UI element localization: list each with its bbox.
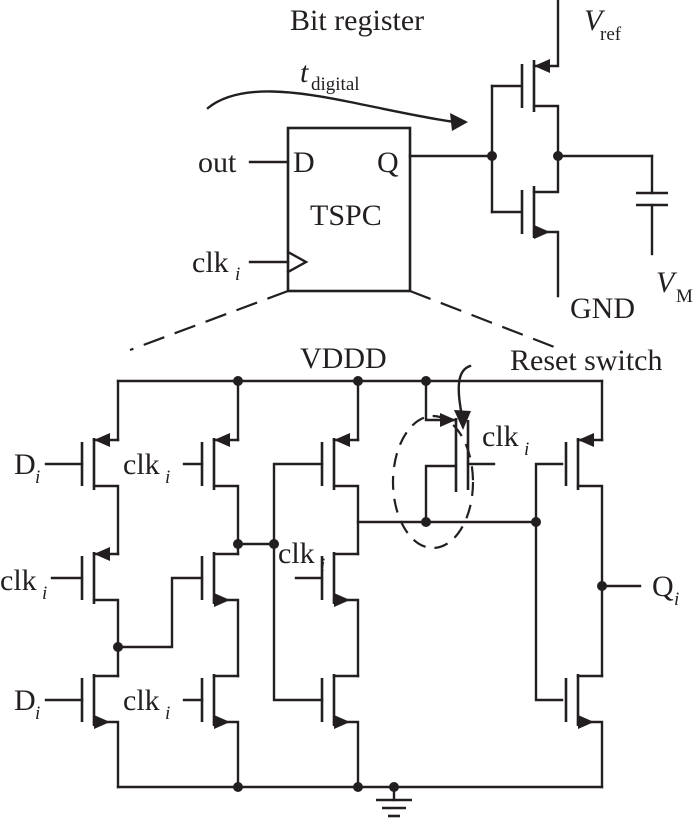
stage4-pmos — [564, 379, 604, 678]
reset-switch-label: Reset switch — [510, 344, 662, 377]
clk-stage2-nmos-label: clk i — [123, 684, 170, 724]
t-digital-arrowhead — [450, 113, 468, 131]
stage3-pmos — [320, 379, 360, 556]
di-bottom-label: D i — [14, 684, 40, 724]
stage4-nmos — [564, 674, 604, 789]
svg-text:M: M — [676, 286, 693, 307]
svg-text:i: i — [320, 555, 325, 576]
svg-text:clk: clk — [123, 448, 160, 481]
stage2-nmos-clk — [182, 674, 240, 789]
clk-stage3-label: clk i — [278, 537, 325, 576]
svg-text:i: i — [524, 439, 529, 460]
stage3-nmos-bottom — [320, 674, 360, 789]
t-digital-label: t digital — [300, 56, 360, 95]
t-digital-arrow — [206, 90, 457, 124]
qi-label: Q i — [652, 570, 679, 610]
svg-text:V: V — [656, 266, 678, 299]
output-capacitor — [636, 154, 668, 256]
clk-stage2-pmos-label: clk i — [123, 448, 170, 488]
svg-text:i: i — [35, 703, 40, 724]
reset-switch-arrowhead — [454, 410, 471, 430]
reset-switch-pmos — [424, 379, 496, 524]
stage2-nmos-mid — [200, 552, 240, 678]
svg-text:i: i — [42, 583, 47, 604]
stage1-nmos — [44, 674, 120, 789]
svg-text:i: i — [165, 467, 170, 488]
svg-text:i: i — [35, 467, 40, 488]
stage2-pmos-clk — [182, 379, 240, 556]
svg-text:clk: clk — [482, 420, 519, 453]
zoom-dashed-line-left — [129, 289, 289, 352]
out-label: out — [198, 146, 237, 179]
clk-reset-label: clk i — [482, 420, 529, 460]
clk-stage1-pmos-label: clk i — [0, 564, 47, 604]
tspc-clock-triangle — [286, 250, 309, 274]
reset-switch-highlight — [391, 414, 475, 550]
svg-text:Q: Q — [652, 570, 674, 603]
svg-text:clk: clk — [123, 684, 160, 717]
zoom-dashed-line-right — [409, 289, 563, 352]
vref-label: V ref — [584, 4, 622, 45]
di-top-label: D i — [14, 448, 40, 488]
output-pmos-transistor — [520, 0, 560, 158]
stage1-pmos-top — [44, 379, 120, 556]
bit-register-title: Bit register — [290, 4, 424, 37]
svg-text:ref: ref — [600, 24, 622, 45]
output-nmos-transistor — [520, 154, 560, 298]
svg-text:clk: clk — [278, 537, 315, 570]
svg-text:clk: clk — [192, 246, 229, 279]
svg-text:i: i — [235, 264, 240, 285]
reset-switch-pointer-arrow — [457, 364, 472, 418]
clk-top-label: clk i — [192, 246, 240, 285]
ground-symbol — [376, 785, 412, 818]
tspc-q-pin-label: Q — [377, 146, 399, 179]
svg-text:D: D — [14, 448, 36, 481]
svg-text:i: i — [165, 703, 170, 724]
tspc-d-pin-label: D — [293, 146, 315, 179]
tspc-block — [286, 126, 412, 293]
vm-label: V M — [656, 266, 693, 307]
svg-text:D: D — [14, 684, 36, 717]
vddd-label: VDDD — [300, 342, 387, 375]
stage1-pmos-clk — [50, 547, 120, 678]
stage3-gate-bus — [272, 462, 324, 702]
svg-text:t: t — [300, 56, 309, 89]
svg-text:V: V — [584, 4, 606, 37]
tspc-block-label: TSPC — [310, 199, 382, 232]
svg-text:i: i — [674, 589, 679, 610]
svg-text:clk: clk — [0, 564, 37, 597]
gnd-label: GND — [570, 292, 635, 325]
stage1-to-stage2-wire — [116, 576, 204, 649]
svg-text:digital: digital — [311, 74, 360, 95]
stage4-gate-bus — [534, 462, 564, 702]
stage3-nmos-clk — [294, 552, 360, 678]
